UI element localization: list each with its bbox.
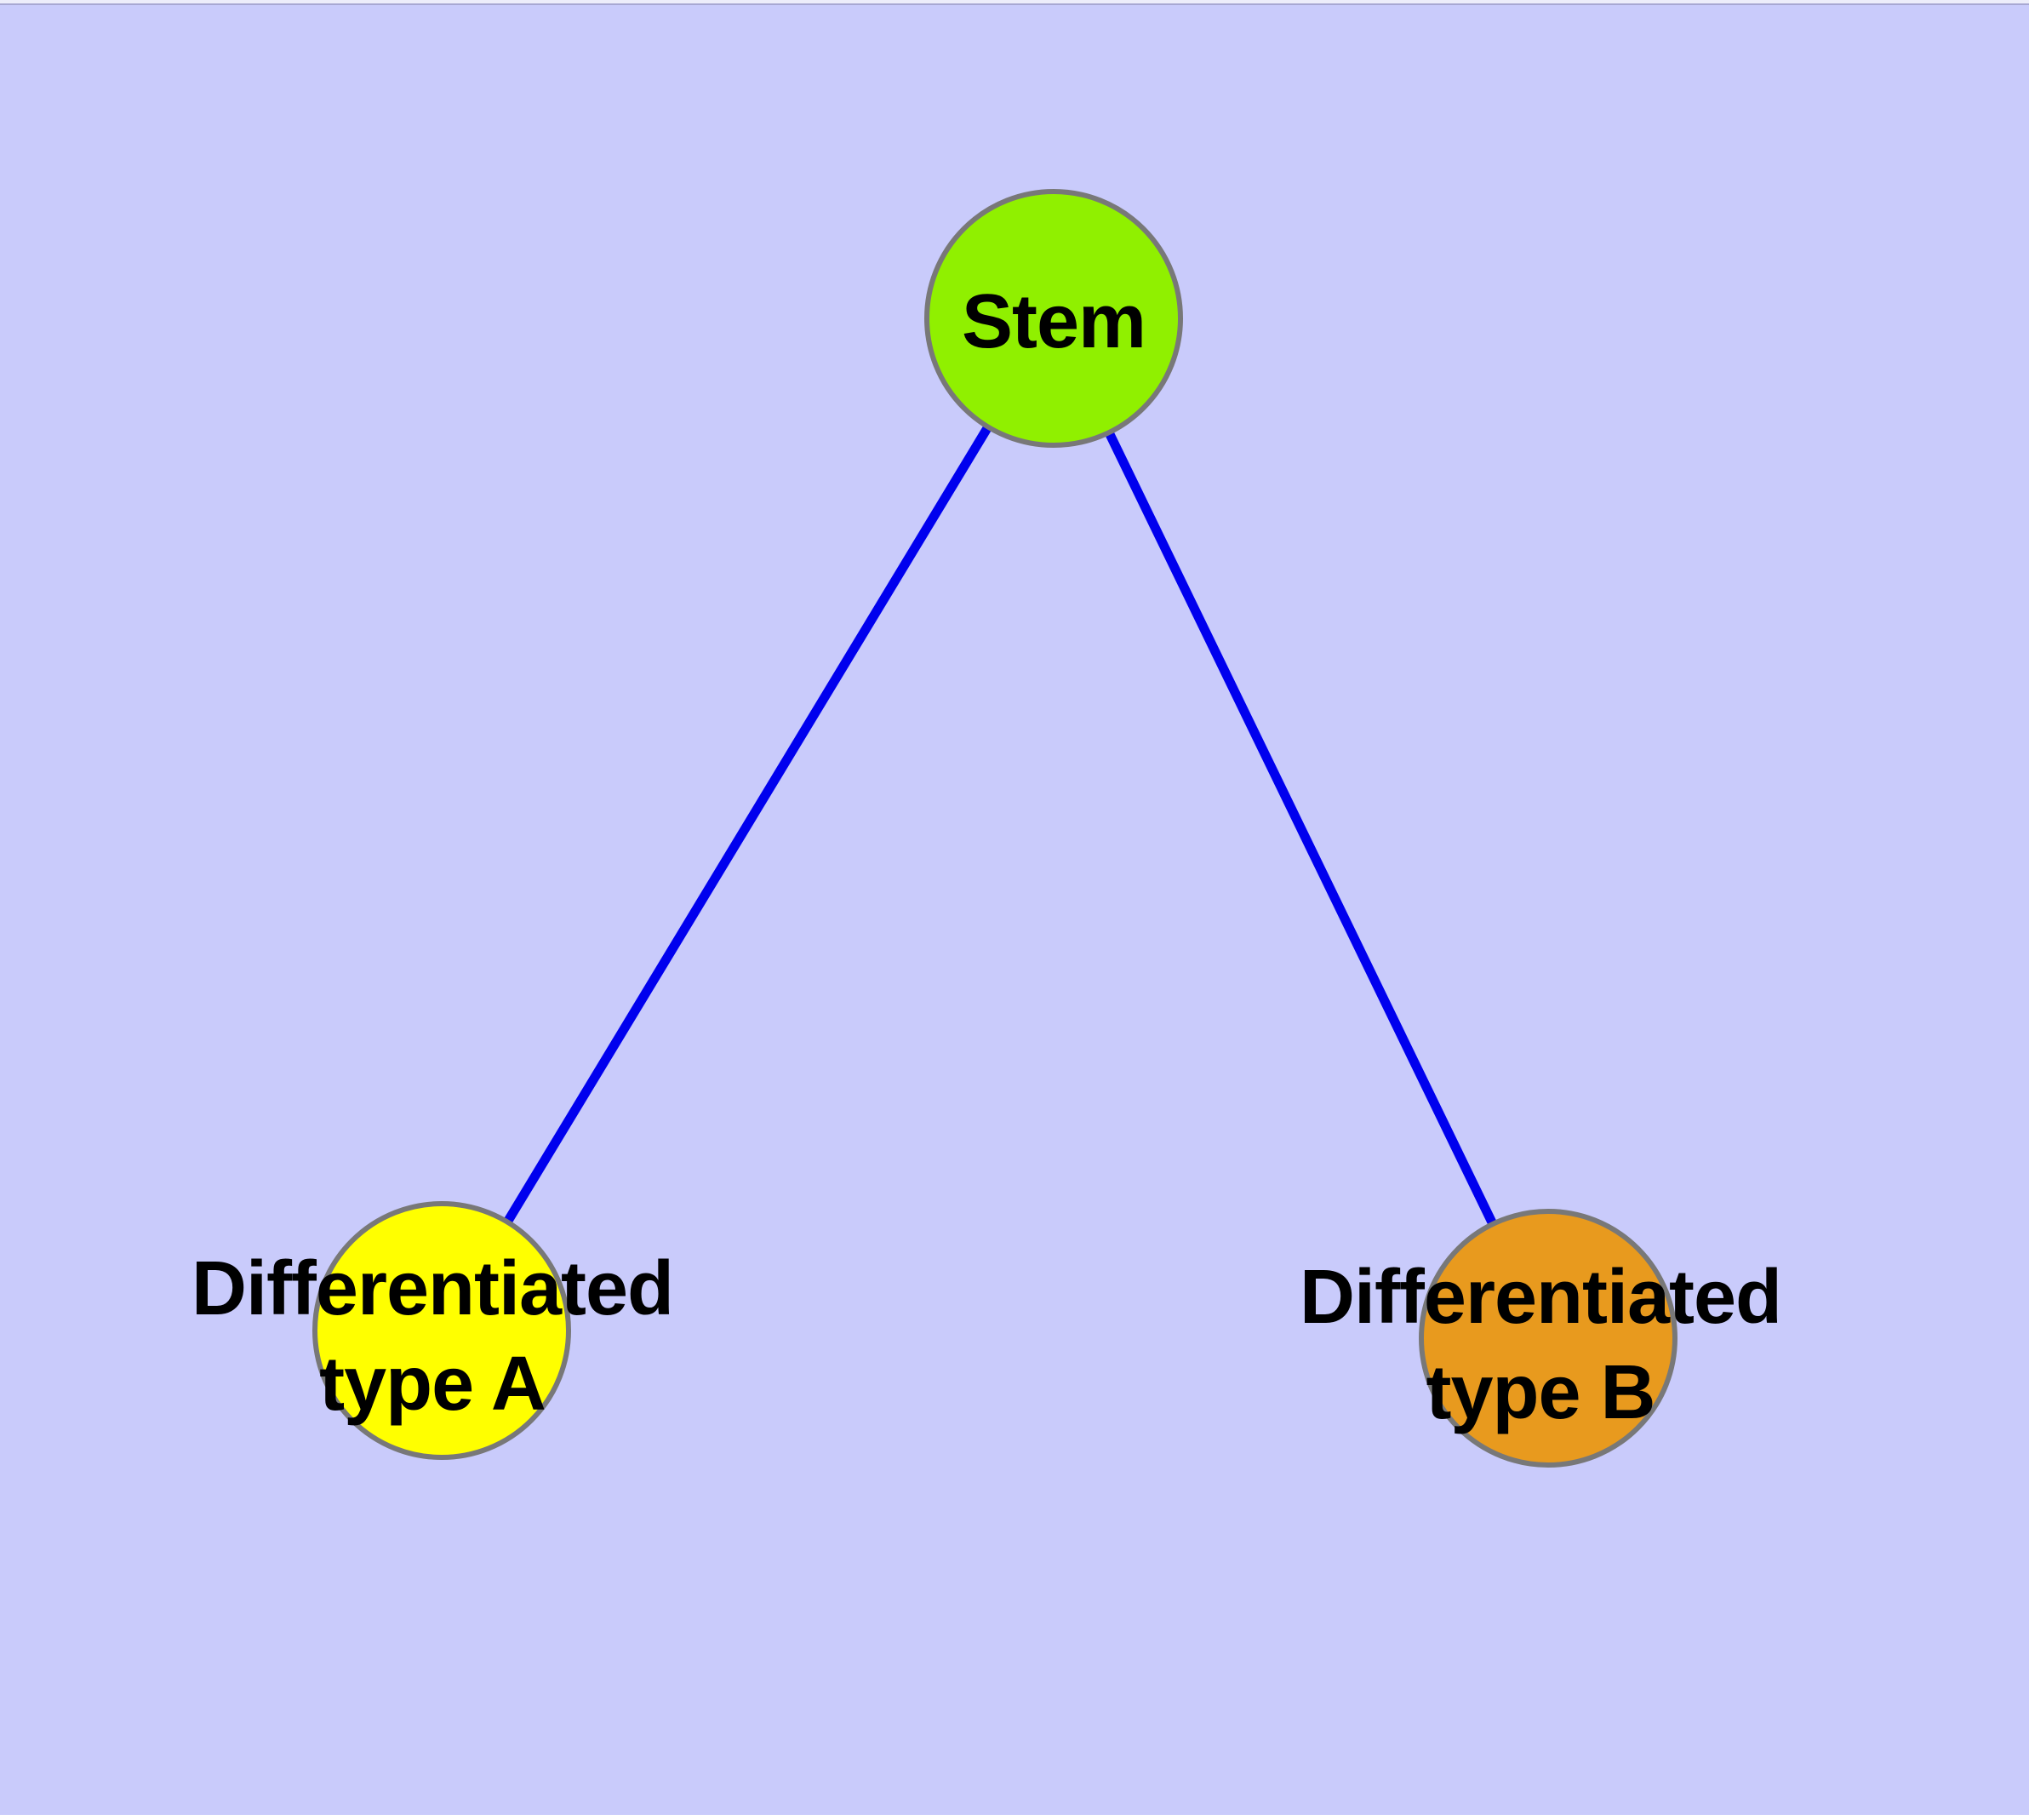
edge-stem-to-type-a (437, 316, 1058, 1333)
edge-stem-to-type-b (1049, 316, 1552, 1341)
window-top-edge-dark (0, 3, 2029, 5)
window-top-edge-light (0, 0, 2029, 3)
node-differentiated-type-b[interactable] (1419, 1209, 1677, 1468)
window-bottom-edge (0, 1815, 2029, 1820)
node-stem[interactable] (924, 189, 1183, 448)
node-differentiated-type-a[interactable] (312, 1201, 571, 1460)
